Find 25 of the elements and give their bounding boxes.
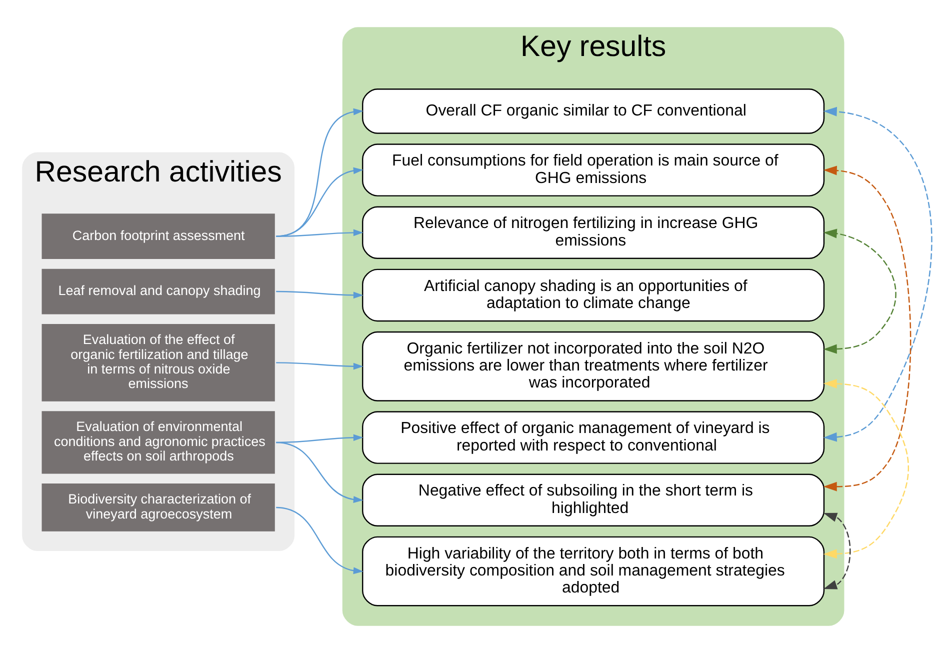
arrow (276, 108, 364, 236)
arrow (823, 512, 851, 589)
node-box: Overall CF organic similar to CF conventional (362, 88, 825, 134)
arrow (823, 378, 909, 558)
node-box: High variability of the territory both in terms of both biodiversity composition and soil management strategies adopted (362, 536, 825, 606)
arrow (276, 166, 364, 236)
node-box: Evaluation of environmental conditions and agronomic practices effects on soil arthropods (42, 410, 275, 474)
arrow (276, 506, 364, 574)
node-box: Organic fertilizer not incorporated into the soil N2O emissions are lower than treatments where fertilizer was incorporated (362, 330, 825, 401)
node-box: Leaf removal and canopy shading (42, 268, 275, 314)
node-box: Fuel consumptions for field operation is main source of GHG emissions (362, 143, 825, 196)
node-box: Evaluation of the effect of organic fertilization and tillage in terms of nitrous oxide emissions (42, 324, 275, 401)
node-box: Negative effect of subsoiling in the short term is highlighted (362, 473, 825, 526)
node-box: Biodiversity characterization of vineyard agroecosystem (42, 483, 275, 531)
arrow (823, 228, 896, 354)
node-box: Positive effect of organic management of vineyard is reported with respect to conventional (362, 410, 825, 464)
node-box: Carbon footprint assessment (42, 213, 275, 259)
arrow (823, 106, 932, 442)
node-box: Artificial canopy shading is an opportunities of adaptation to climate change (362, 268, 825, 322)
arrow (823, 165, 912, 491)
arrow (276, 362, 364, 370)
node-box: Relevance of nitrogen fertilizing in increase GHG emissions (362, 206, 825, 259)
arrow (276, 441, 364, 502)
arrow (276, 290, 364, 298)
arrow (276, 228, 364, 236)
